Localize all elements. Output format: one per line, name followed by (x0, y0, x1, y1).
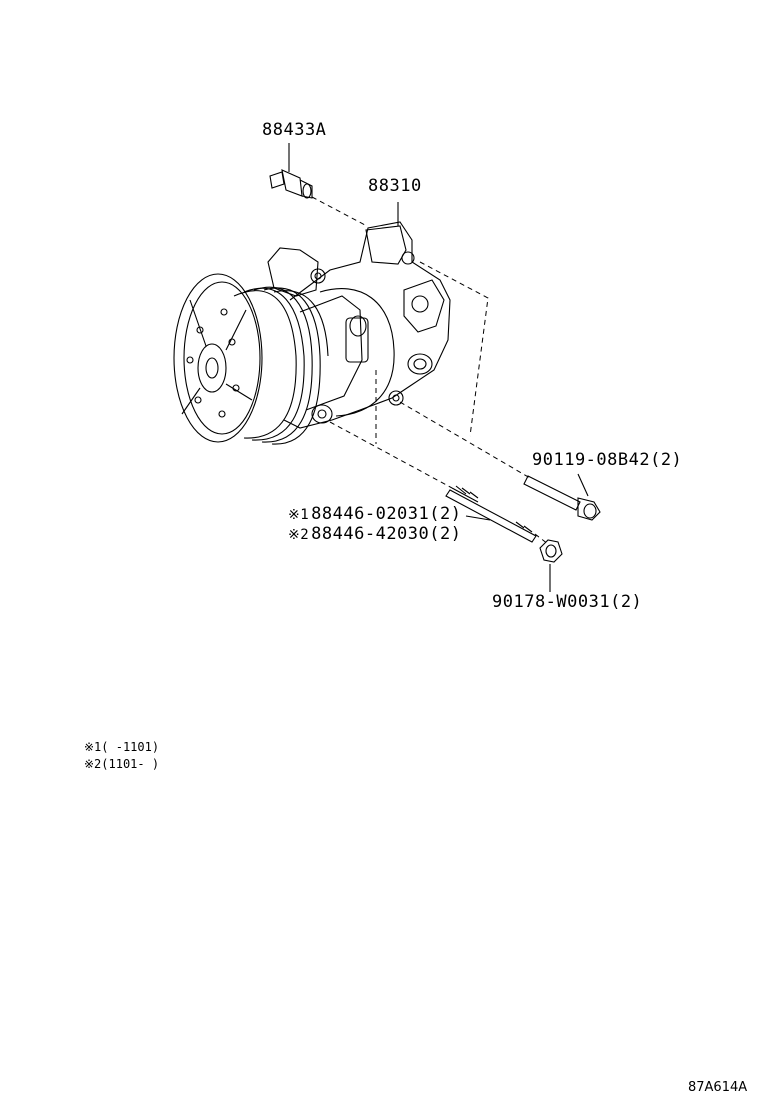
stud-1-mark: ※1 (288, 507, 310, 523)
stud-1-number: 88446-02031(2) (311, 504, 462, 524)
stud-2-mark: ※2 (288, 527, 310, 543)
note-1-mark: ※1 (84, 740, 102, 754)
part-label-nut[interactable]: 90178-W0031(2) (492, 592, 643, 612)
hex-bolt (523, 473, 601, 521)
note-1-text: ( -1101) (101, 740, 160, 754)
stud-bolt (445, 485, 537, 543)
stud-2-number: 88446-42030(2) (311, 524, 462, 544)
diagram-code: 87A614A (688, 1080, 748, 1095)
note-2-mark: ※2 (84, 757, 102, 771)
note-1: ※1( -1101) (84, 740, 159, 754)
note-2: ※2(1101- ) (84, 757, 159, 771)
pressure-switch (269, 143, 313, 199)
note-2-text: (1101- ) (101, 757, 160, 771)
part-label-compressor[interactable]: 88310 (368, 176, 422, 196)
part-label-bolt[interactable]: 90119-08B42(2) (532, 450, 683, 470)
part-label-switch[interactable]: 88433A (262, 120, 327, 140)
compressor-body (173, 202, 451, 445)
hex-nut (539, 539, 563, 592)
leader-lines (311, 196, 549, 545)
